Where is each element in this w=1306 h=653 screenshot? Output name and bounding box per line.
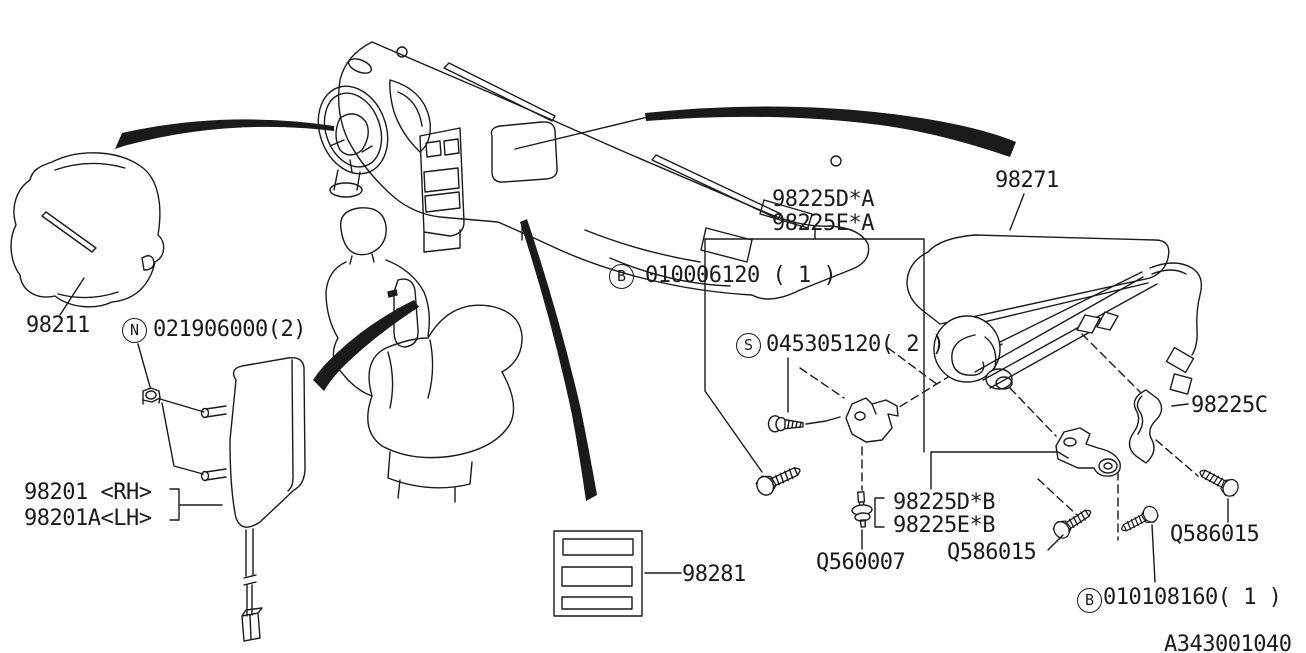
label-clip-number: Q560007 (816, 550, 906, 575)
fastener-symbol-n-icon: N (122, 318, 147, 343)
swoosh-label-plate (520, 219, 597, 501)
label-bracket-a-line2: 98225E*A (772, 211, 874, 236)
label-bolt1-number: 010006120 ( 1 ) (645, 263, 837, 288)
screw-q-left-drawing (1049, 503, 1096, 542)
fastener-symbol-s-icon: S (736, 333, 761, 358)
steering-wheel-drawing (317, 85, 389, 198)
callout-box (704, 227, 925, 473)
swoosh-side-airbag (313, 300, 419, 391)
drawing-code: A343001040 (1164, 632, 1292, 653)
side-airbag-module-drawing (200, 357, 306, 642)
fastener-symbol-b2-icon: B (1077, 588, 1102, 613)
bracket-c-drawing (1128, 389, 1163, 464)
passenger-airbag-module-drawing (799, 234, 1203, 541)
clip-drawing (851, 491, 873, 528)
label-plate-box (553, 530, 643, 617)
label-bracket-b-line1: 98225D*B (893, 490, 995, 515)
assembly-dashed-leaders (799, 333, 1199, 541)
swoosh-arrows (115, 106, 1016, 501)
bracket-a-drawing (805, 397, 899, 443)
label-screw1-number: 045305120( 2 ) (766, 332, 945, 357)
driver-airbag-pad-drawing (10, 152, 165, 308)
label-bracket-c: 98225C (1191, 393, 1268, 418)
label-side-module-lh: 98201A<LH> (24, 506, 152, 531)
fastener-symbol-b1-icon: B (609, 264, 634, 289)
bolt-b1-drawing (753, 460, 805, 499)
label-side-module-rh: 98201 <RH> (24, 480, 152, 505)
label-screw-q-right: Q586015 (1170, 522, 1260, 547)
leader-lines (59, 193, 1229, 583)
screw-s-drawing (767, 414, 804, 434)
dashboard-drawing (337, 41, 870, 300)
label-nut-number: 021906000(2) (153, 317, 306, 342)
swoosh-passenger-airbag (645, 106, 1016, 157)
label-bracket-b-line2: 98225E*B (893, 513, 995, 538)
bracket-b-drawing (1055, 427, 1121, 477)
label-driver-airbag-module: 98211 (26, 313, 90, 338)
bolt-b2-drawing (1117, 503, 1162, 538)
label-screw-q-left: Q586015 (947, 540, 1037, 565)
label-bracket-a-line1: 98225D*A (772, 187, 874, 212)
label-plate-number: 98281 (682, 562, 746, 587)
label-passenger-airbag-module: 98271 (995, 168, 1059, 193)
swoosh-driver-airbag (115, 119, 334, 149)
nut-drawing (142, 387, 161, 405)
screw-q-right-drawing (1195, 463, 1242, 500)
label-bolt2-number: 010108160( 1 ) (1103, 585, 1282, 610)
